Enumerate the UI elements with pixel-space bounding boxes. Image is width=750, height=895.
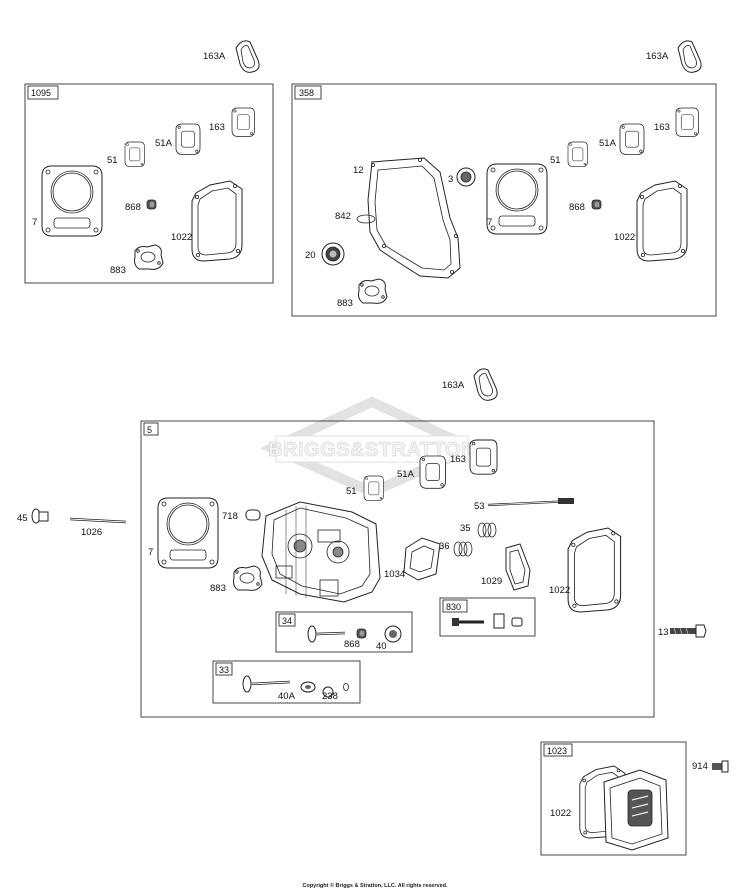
part-163a-top-left: 163A (203, 40, 260, 73)
callout-b1095: 1095 (31, 88, 51, 98)
callout-b358: 358 (299, 88, 314, 98)
callout-c-718: 718 (222, 511, 238, 522)
part-163a-middle: 163A (442, 368, 498, 401)
callout-b-842: 842 (335, 211, 351, 222)
callout-b-163: 163 (654, 122, 670, 133)
callout-d-1022: 1022 (550, 808, 571, 819)
callout-b-3: 3 (448, 174, 453, 185)
assembly-box-5: 5 163 51A 51 53 718 35 36 7 883 (140, 420, 655, 718)
part-914-screw: 914 (692, 760, 729, 773)
part-163a-top-right: 163A (646, 40, 702, 73)
brand-watermark: BRIGGS&STRATTON (259, 396, 485, 498)
callout-c-1022: 1022 (549, 585, 570, 596)
callout-o-1026: 1026 (81, 527, 102, 538)
kit-box-34: 34 868 40 (275, 611, 413, 653)
callout-c-883: 883 (210, 583, 226, 594)
callout-a-1022: 1022 (171, 232, 192, 243)
kit-box-1095: 1095 51 51A 163 7 868 1022 883 (24, 83, 274, 284)
callout-b-868: 868 (569, 202, 585, 213)
kit-box-1023: 1023 1022 (540, 741, 687, 856)
callout-b-883: 883 (337, 298, 353, 309)
callout-c-51: 51 (346, 486, 357, 497)
callout-a-883: 883 (110, 265, 126, 276)
part-1026-tube: 1026 (69, 517, 127, 538)
callout-a-868: 868 (125, 202, 141, 213)
callout-b830: 830 (446, 602, 461, 612)
callout-c-35: 35 (460, 523, 471, 534)
callout-c-163: 163 (450, 454, 466, 465)
part-45-fitting: 45 (17, 508, 49, 524)
callout-c-7: 7 (148, 547, 153, 558)
callout-c-36: 36 (439, 541, 450, 552)
valve-springs-36 (453, 541, 473, 557)
callout-l163a-3: 163A (442, 380, 465, 391)
callout-o-13: 13 (658, 627, 669, 638)
callout-a-51: 51 (107, 155, 118, 166)
cylinder-head (261, 501, 381, 603)
kit-box-358: 358 12 3 842 20 883 7 51 51A (291, 83, 717, 317)
callout-b-1022: 1022 (614, 232, 635, 243)
callout-c-40: 40 (376, 641, 387, 652)
callout-c-238: 238 (322, 691, 338, 702)
kit-box-830: 830 (439, 597, 536, 637)
valve-springs-35 (477, 522, 497, 538)
callout-b34: 34 (282, 616, 292, 626)
callout-l163a-1: 163A (203, 51, 226, 62)
callout-c-1034: 1034 (384, 569, 405, 580)
callout-b5: 5 (147, 425, 152, 435)
copyright-footer: Copyright © Briggs & Stratton, LLC. All … (302, 883, 448, 889)
kit-box-33: 33 40A 238 (212, 660, 361, 704)
seal-20 (321, 242, 345, 266)
callout-b-51: 51 (550, 155, 561, 166)
callout-b33: 33 (219, 665, 229, 675)
callout-o-45: 45 (17, 513, 28, 524)
watermark-text: BRIGGS&STRATTON (268, 439, 476, 461)
callout-b-7: 7 (487, 217, 492, 228)
callout-b1023: 1023 (547, 746, 567, 756)
callout-a-7: 7 (32, 217, 37, 228)
callout-c-868: 868 (344, 639, 360, 650)
callout-c-40a: 40A (278, 691, 296, 702)
seal-3 (456, 167, 476, 187)
callout-c-51a: 51A (397, 469, 415, 480)
callout-o-914: 914 (692, 761, 708, 772)
callout-l163a-2: 163A (646, 51, 669, 62)
part-13-bolt: 13 (658, 624, 707, 638)
valve-cover (603, 769, 669, 851)
callout-b-51a: 51A (599, 138, 617, 149)
callout-b-12: 12 (353, 165, 364, 176)
callout-b-20: 20 (305, 250, 316, 261)
callout-a-163: 163 (209, 122, 225, 133)
callout-c-1029: 1029 (481, 576, 502, 587)
callout-c-53: 53 (474, 501, 485, 512)
callout-a-51a: 51A (155, 138, 173, 149)
